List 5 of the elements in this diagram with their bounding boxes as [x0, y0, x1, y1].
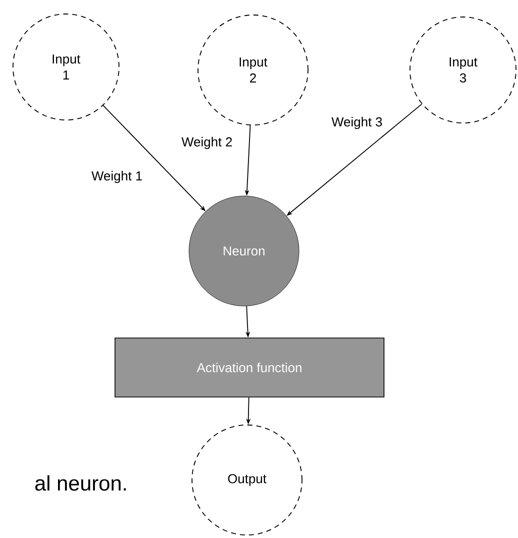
caption-fragment: al neuron.	[35, 475, 126, 491]
edge-label: Weight 2	[180, 136, 234, 150]
edge-label: Weight 1	[90, 170, 144, 184]
edge-label: Weight 3	[330, 116, 384, 130]
activation-box: Activation function	[114, 338, 384, 398]
